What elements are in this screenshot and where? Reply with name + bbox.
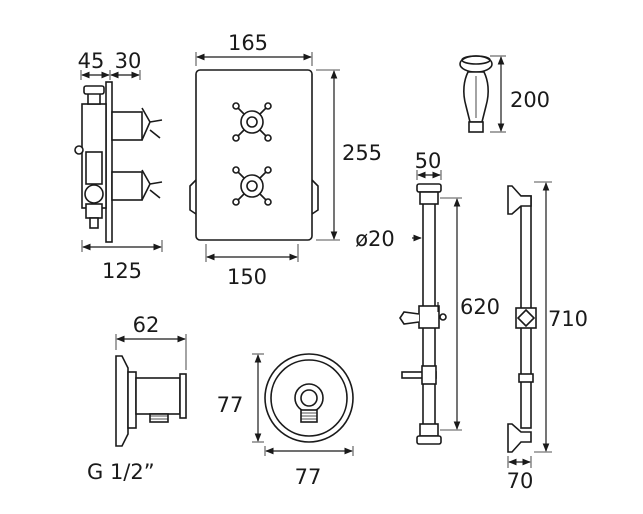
dim-valve-depth-b: 30 [115, 49, 142, 73]
valve-side-lower-handle [111, 171, 143, 201]
dim-rail-diameter: ø20 [355, 227, 395, 251]
outlet-front-elbow [294, 383, 324, 413]
outlet-front-view: 77 77 [217, 353, 354, 489]
riser-rail-side-view: 710 70 [507, 181, 588, 493]
dim-plate-inner-width: 150 [227, 265, 267, 289]
dim-plate-width: 165 [228, 31, 268, 55]
dim-bracket-width: 50 [415, 149, 442, 173]
dim-valve-depth-a: 45 [78, 49, 105, 73]
valve-side-wall-plate [105, 81, 113, 243]
outlet-side-wall-plate [115, 355, 129, 447]
valve-front-plate [195, 69, 313, 241]
dim-plate-height: 255 [342, 141, 382, 165]
dim-rail-depth: 70 [507, 469, 534, 493]
outlet-side-thread [149, 413, 169, 423]
handset-view: 200 [459, 55, 550, 133]
riser-rail-top-bracket [416, 183, 442, 193]
valve-side-view: 45 30 125 [74, 49, 163, 283]
riser-rail-front-view: 50 ø20 620 [355, 149, 500, 445]
dim-handset-length: 200 [510, 88, 550, 112]
valve-side-upper-handle [111, 111, 143, 141]
riser-rail-bottom-bracket [419, 423, 439, 437]
valve-front-view: 165 150 255 [189, 31, 382, 289]
dim-rail-total-length: 710 [548, 307, 588, 331]
valve-front-lower-handle [232, 166, 272, 206]
riser-rail-side-bottom-bracket [507, 423, 532, 453]
riser-rail-slider [418, 305, 440, 329]
riser-rail-side-top-bracket [507, 185, 532, 215]
dim-valve-width: 125 [102, 259, 142, 283]
outlet-thread-label: G 1/2” [87, 460, 155, 484]
dim-outlet-depth: 62 [133, 313, 160, 337]
valve-front-upper-handle [232, 102, 272, 142]
riser-rail-side-slider [515, 307, 537, 329]
dim-outlet-plate-width: 77 [295, 465, 322, 489]
outlet-side-view: 62 G 1/2” [87, 313, 187, 484]
dim-outlet-plate-height: 77 [217, 393, 244, 417]
outlet-side-body [135, 377, 181, 415]
dim-rail-length: 620 [460, 295, 500, 319]
